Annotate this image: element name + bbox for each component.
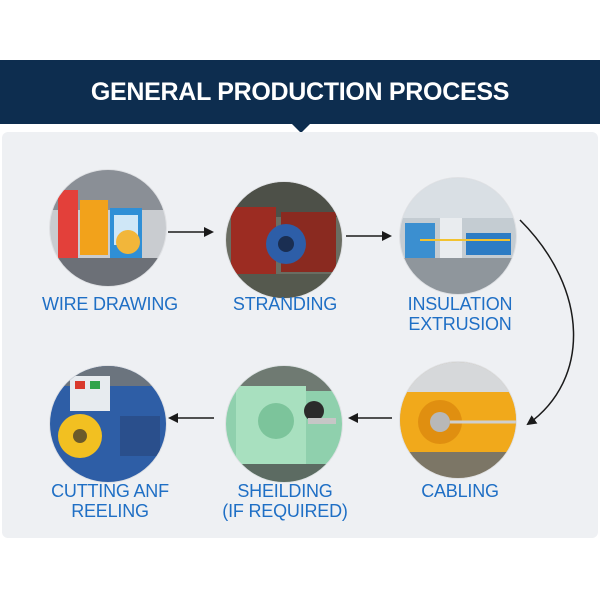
step-stranding-photo — [226, 182, 342, 298]
step-insulation-extrusion-label: INSULATION EXTRUSION — [407, 294, 513, 334]
step-insulation-extrusion-photo — [400, 178, 516, 294]
step-wire-drawing-label: WIRE DRAWING — [42, 294, 178, 314]
step-cabling-label: CABLING — [421, 481, 499, 501]
step-stranding-label: STRANDING — [232, 294, 338, 314]
header-notch — [292, 124, 310, 133]
header-banner: GENERAL PRODUCTION PROCESS — [0, 60, 600, 124]
step-wire-drawing-photo — [50, 170, 166, 286]
page-title: GENERAL PRODUCTION PROCESS — [90, 78, 510, 106]
step-cutting-reeling-label: CUTTING ANF REELING — [51, 481, 169, 521]
step-shielding-photo — [226, 366, 342, 482]
step-shielding-label: SHEILDING (IF REQUIRED) — [222, 481, 348, 521]
step-cutting-reeling-photo — [50, 366, 166, 482]
step-cabling-photo — [400, 362, 516, 478]
